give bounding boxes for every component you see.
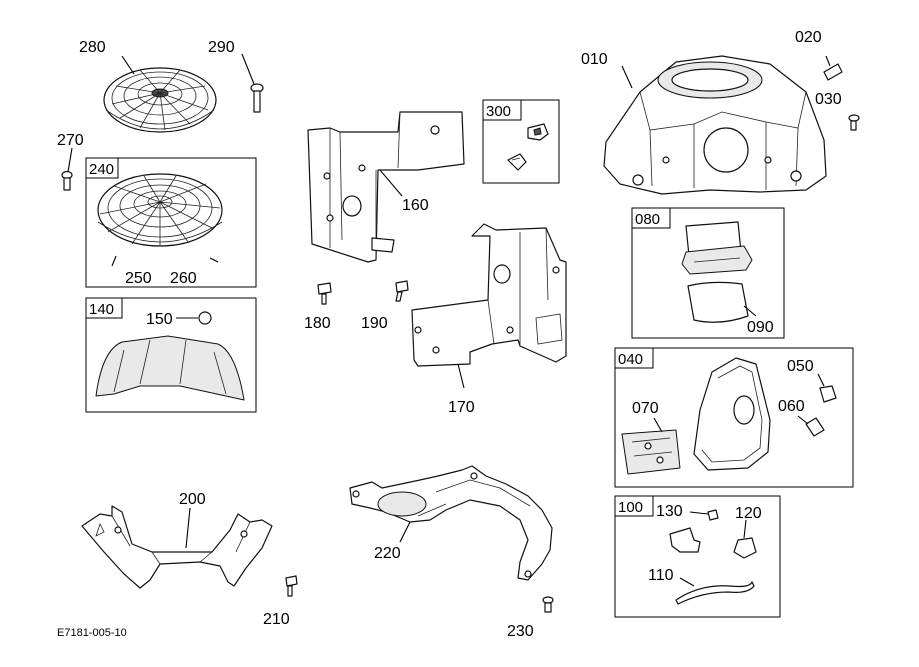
air-cleaner-080 (681, 221, 757, 323)
callout-070: 070 (632, 400, 659, 417)
screw-230 (542, 596, 554, 613)
callout-190: 190 (361, 315, 388, 332)
box-label-300: 300 (486, 103, 511, 120)
callout-010: 010 (581, 51, 608, 68)
callout-020: 020 (795, 29, 822, 46)
group-tab-240 (85, 157, 119, 179)
fan-screen-280 (103, 67, 217, 133)
drawing-code: E7181-005-10 (57, 627, 127, 639)
box-label-100: 100 (618, 499, 643, 516)
callout-170: 170 (448, 399, 475, 416)
screw-180 (317, 282, 332, 305)
callout-180: 180 (304, 315, 331, 332)
callout-270: 270 (57, 132, 84, 149)
callout-110: 110 (648, 567, 674, 584)
callout-060: 060 (778, 398, 805, 415)
box-label-080: 080 (635, 211, 660, 228)
callout-120: 120 (735, 505, 762, 522)
callout-200: 200 (179, 491, 206, 508)
group-box-240 (85, 157, 257, 288)
callout-160: 160 (402, 197, 429, 214)
box-label-140: 140 (89, 301, 114, 318)
group-box-100 (614, 495, 781, 618)
callout-210: 210 (263, 611, 290, 628)
group-tab-080 (631, 207, 671, 229)
group-tab-300 (482, 99, 522, 121)
callout-260: 260 (170, 270, 197, 287)
bolt-270 (61, 170, 73, 191)
group-tab-140 (85, 297, 123, 319)
box-label-240: 240 (89, 161, 114, 178)
air-cleaner-base-040 (621, 357, 837, 475)
group-tab-040 (614, 347, 654, 369)
callout-130: 130 (656, 503, 683, 520)
blower-housing-010 (603, 55, 827, 195)
screw-030 (848, 114, 860, 131)
shroud-140 (95, 311, 245, 401)
clip-300 (507, 123, 549, 171)
group-box-080 (631, 207, 785, 339)
bracket-200 (81, 505, 273, 589)
screw-210 (285, 575, 298, 597)
callout-230: 230 (507, 623, 534, 640)
callout-220: 220 (374, 545, 401, 562)
group-box-140 (85, 297, 257, 413)
baffle-220 (349, 465, 553, 581)
callout-030: 030 (815, 91, 842, 108)
callout-250: 250 (125, 270, 152, 287)
bracket-160 (307, 111, 465, 263)
group-box-040 (614, 347, 854, 488)
fan-screen-240 (97, 173, 223, 247)
callout-090: 090 (747, 319, 774, 336)
bracket-170 (411, 223, 567, 389)
screw-190 (395, 280, 409, 302)
bolt-290 (250, 83, 264, 113)
breather-kit-100 (669, 509, 757, 605)
box-label-040: 040 (618, 351, 643, 368)
bolt-020 (823, 63, 843, 81)
callout-280: 280 (79, 39, 106, 56)
callout-050: 050 (787, 358, 814, 375)
callout-290: 290 (208, 39, 235, 56)
group-tab-100 (614, 495, 654, 517)
callout-150: 150 (146, 311, 173, 328)
